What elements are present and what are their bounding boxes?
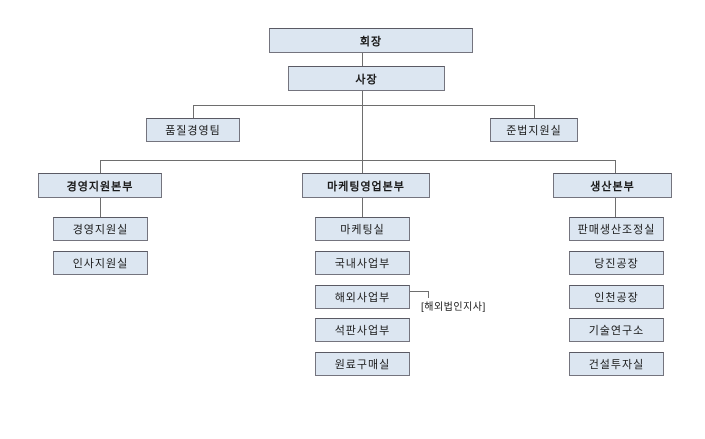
connector-overseas-branch-horizontal	[410, 291, 428, 292]
org-node-president: 사장	[288, 66, 445, 91]
org-node-marketing-sales-division: 마케팅영업본부	[302, 173, 430, 198]
org-node-overseas-business-dept: 해외사업부	[315, 285, 410, 309]
connector-division-horizontal	[100, 160, 615, 161]
org-node-construction-investment-office: 건설투자실	[569, 352, 664, 376]
org-node-management-support-office: 경영지원실	[53, 217, 148, 241]
connector-marketing-division-children	[362, 198, 363, 217]
org-node-marketing-office: 마케팅실	[315, 217, 410, 241]
org-node-management-support-division: 경영지원본부	[38, 173, 162, 198]
connector-overseas-branch-vertical	[428, 291, 429, 298]
org-node-production-division: 생산본부	[553, 173, 672, 198]
org-node-chairman: 회장	[269, 28, 473, 53]
connector-chairman-president	[362, 53, 363, 66]
org-node-tinplate-business-dept: 석판사업부	[315, 318, 410, 342]
org-node-sales-production-coordination-office: 판매생산조정실	[569, 217, 664, 241]
overseas-branch-annotation: [해외법인지사]	[421, 302, 486, 313]
org-node-domestic-business-dept: 국내사업부	[315, 251, 410, 275]
org-node-raw-material-purchasing-office: 원료구매실	[315, 352, 410, 376]
connector-drop-production-division	[615, 160, 616, 173]
org-node-tech-research-institute: 기술연구소	[569, 318, 664, 342]
connector-drop-quality-team	[193, 105, 194, 118]
connector-drop-compliance-office	[534, 105, 535, 118]
connector-staff-horizontal	[193, 105, 534, 106]
connector-drop-management-division	[100, 160, 101, 173]
connector-management-division-children	[100, 198, 101, 217]
org-node-compliance-support-office: 준법지원실	[490, 118, 578, 142]
org-node-incheon-plant: 인천공장	[569, 285, 664, 309]
org-node-dangjin-plant: 당진공장	[569, 251, 664, 275]
connector-production-division-children	[615, 198, 616, 217]
org-node-hr-support-office: 인사지원실	[53, 251, 148, 275]
connector-president-trunk	[362, 91, 363, 173]
org-node-quality-management-team: 품질경영팀	[146, 118, 240, 142]
